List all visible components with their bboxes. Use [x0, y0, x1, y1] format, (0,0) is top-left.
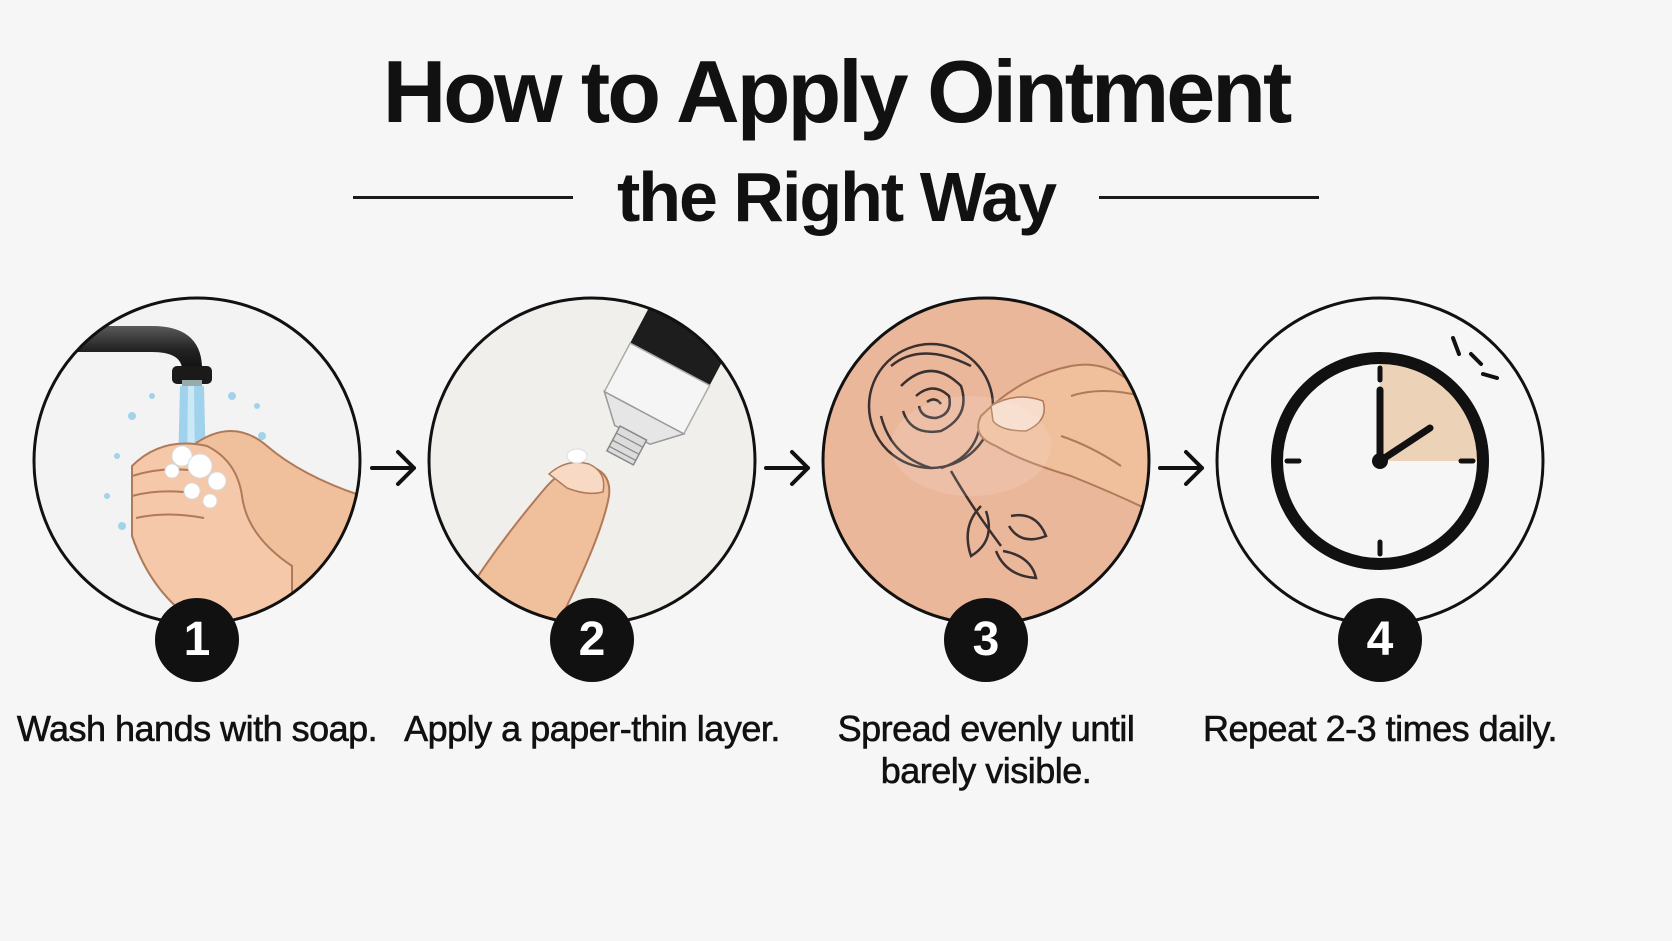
arrow-right-icon — [370, 450, 416, 486]
tattoo-spread-icon — [821, 296, 1151, 626]
step-3: 3 Spread evenly until barely visible. — [816, 296, 1156, 816]
arrow-right-icon — [764, 450, 810, 486]
step-caption: Repeat 2-3 times daily. — [1202, 708, 1558, 750]
step-number-badge: 1 — [155, 598, 239, 682]
arrow-right-icon — [1158, 450, 1204, 486]
page-subtitle: the Right Way — [616, 158, 1057, 236]
hand-washing-icon — [32, 296, 362, 626]
step-caption: Spread evenly until barely visible. — [837, 708, 1135, 792]
right-divider — [1099, 195, 1320, 199]
clock-icon — [1215, 296, 1545, 626]
subtitle-row: the Right Way — [0, 152, 1672, 242]
step-number-badge: 4 — [1338, 598, 1422, 682]
left-divider — [352, 195, 573, 199]
step-1: 1 Wash hands with soap. — [17, 296, 378, 816]
step-number-badge: 2 — [550, 598, 634, 682]
step-caption: Apply a paper-thin layer. — [404, 708, 781, 750]
page-title: How to Apply Ointment — [382, 42, 1293, 141]
ointment-tube-icon — [427, 296, 757, 626]
step-number-badge: 3 — [944, 598, 1028, 682]
step-4: 4 Repeat 2-3 times daily. — [1203, 296, 1558, 816]
step-caption: Wash hands with soap. — [16, 708, 378, 750]
step-2: 2 Apply a paper-thin layer. — [404, 296, 781, 816]
